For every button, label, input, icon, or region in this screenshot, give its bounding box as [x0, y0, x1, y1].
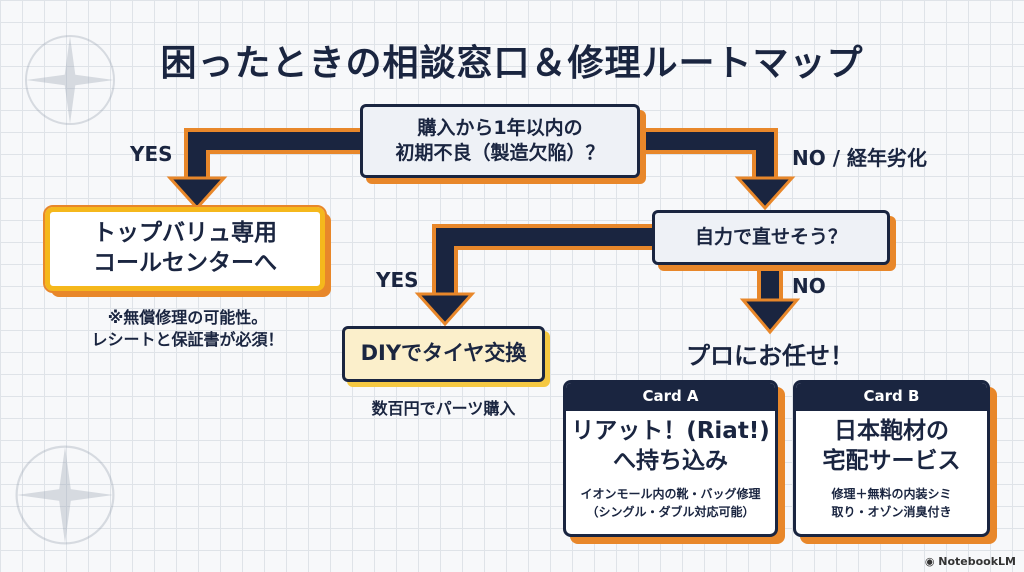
- arrow-yes-2: [414, 224, 655, 327]
- diy-note: 数百円でパーツ購入: [371, 399, 516, 418]
- question-initial-defect: 購入から1年以内の 初期不良（製造欠陥）？: [360, 104, 640, 178]
- card-desc: （シングル・ダブル対応可能）: [586, 505, 755, 520]
- card-header: Card A: [566, 383, 775, 411]
- yes-label: YES: [376, 268, 419, 292]
- yes-label: YES: [130, 142, 173, 166]
- diy-box: DIYでタイヤ交換: [342, 326, 545, 382]
- card-desc: 修理＋無料の内装シミ: [831, 486, 952, 501]
- page-title: 困ったときの相談窓口＆修理ルートマップ: [160, 43, 864, 84]
- call-center-box: トップバリュ専用 コールセンターへ: [43, 205, 327, 293]
- no-label: NO / 経年劣化: [792, 146, 927, 170]
- pro-label: プロにお任せ！: [686, 342, 854, 370]
- card-title: へ持ち込み: [613, 447, 728, 474]
- note-line: レシートと保証書が必須！: [91, 330, 284, 350]
- question-self-repair: 自力で直せそう？: [652, 210, 890, 265]
- compass-decoration-icon: [15, 445, 115, 545]
- arrow-no-1: [640, 128, 796, 211]
- notebooklm-logo-icon: ◉: [924, 555, 939, 568]
- card-a: Card A リアット！(Riat!) へ持ち込み イオンモール内の靴・バッグ修理…: [563, 380, 778, 537]
- call-center-note: ※無償修理の可能性。 レシートと保証書が必須！: [45, 307, 330, 352]
- card-b: Card B 日本鞄材の宅配サービス 修理＋無料の内装シミ取り・オゾン消臭付き: [793, 380, 990, 537]
- arrow-no-2: [739, 268, 801, 335]
- card-header: Card B: [796, 383, 987, 411]
- question-line: 初期不良（製造欠陥）？: [395, 142, 605, 164]
- watermark-text: NotebookLM: [938, 555, 1016, 568]
- note-line: ※無償修理の可能性。: [107, 308, 268, 327]
- card-title: 宅配サービス: [822, 447, 961, 474]
- box-line: トップバリュ専用: [93, 220, 277, 247]
- question-line: 購入から1年以内の: [417, 117, 583, 140]
- card-desc: イオンモール内の靴・バッグ修理: [580, 486, 761, 501]
- no-label: NO: [792, 274, 826, 298]
- arrow-yes-1: [166, 128, 365, 211]
- box-line: コールセンターへ: [93, 250, 277, 276]
- compass-decoration-icon: [25, 35, 115, 125]
- card-title: リアット！(Riat!): [571, 418, 770, 444]
- watermark: ◉ NotebookLM: [925, 555, 1016, 568]
- card-desc: 取り・オゾン消臭付き: [831, 505, 952, 520]
- card-title: 日本鞄材の: [834, 418, 949, 444]
